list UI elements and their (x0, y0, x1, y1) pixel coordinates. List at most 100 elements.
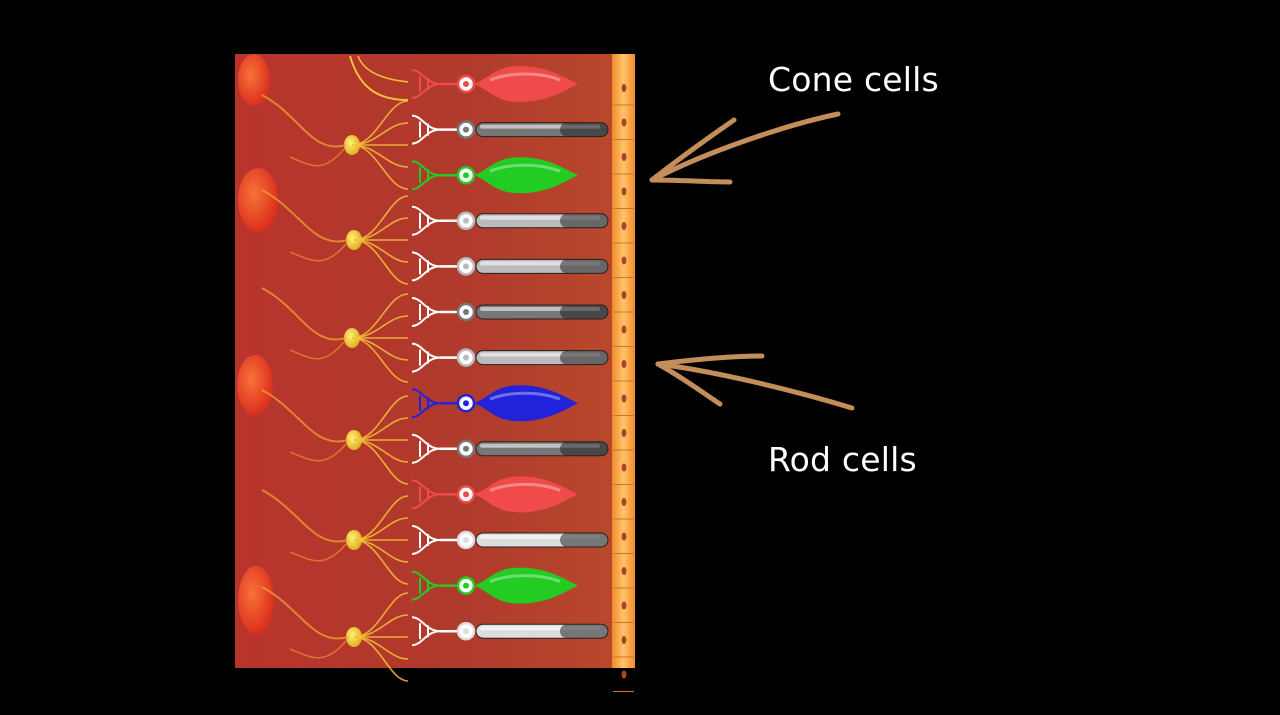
highlight (489, 391, 561, 401)
synapse (411, 356, 441, 373)
cone-outer-segment (474, 567, 578, 604)
epithelium-nucleus (621, 222, 627, 230)
cone-cells-label: Cone cells (768, 60, 939, 99)
rod-arrow (655, 353, 855, 411)
cone-cell (411, 385, 578, 422)
bipolar-dendrite (351, 144, 409, 190)
ganglion-soma (238, 168, 278, 232)
rod-cell (411, 251, 609, 282)
bipolar-dendrite (353, 539, 409, 585)
bipolar-axon (289, 543, 347, 562)
epithelium-nucleus (621, 463, 627, 472)
epithelium-nucleus (621, 153, 627, 161)
synapse (411, 447, 441, 464)
epithelium-nucleus (621, 429, 627, 437)
rod-cells-label: Rod cells (768, 440, 917, 479)
rod-cell (411, 525, 609, 555)
nucleus-core (463, 354, 469, 361)
bipolar-dendrite (351, 337, 409, 383)
fibre (357, 55, 409, 83)
nucleus-core (463, 263, 469, 270)
nucleus-core (463, 582, 469, 589)
bipolar-axon (261, 389, 349, 443)
bipolar-axon (289, 640, 347, 659)
epithelium-nucleus (621, 256, 627, 265)
synapse (411, 83, 441, 99)
bipolar-axon (289, 341, 345, 360)
highlight (489, 72, 561, 82)
fibre (349, 55, 409, 101)
rod-cell (411, 114, 609, 145)
rod-cell (411, 297, 609, 327)
epithelium-nucleus (621, 325, 627, 334)
cone-outer-segment (474, 385, 578, 422)
bipolar-axon (261, 189, 349, 243)
epithelium-nucleus (621, 291, 627, 299)
nucleus-core (463, 172, 469, 179)
rod-cell (411, 205, 609, 236)
bipolar-axon (261, 489, 349, 543)
cone-cell (411, 567, 578, 604)
epithelium-nucleus (621, 498, 627, 506)
bipolar-axon (261, 287, 347, 341)
cone-outer-segment (474, 157, 578, 194)
synapse (411, 311, 441, 327)
ganglion-soma (237, 355, 273, 415)
nucleus-core (463, 537, 469, 543)
ganglion-soma (238, 566, 274, 634)
bipolar-axon (289, 243, 347, 262)
epithelium-nucleus (621, 601, 627, 610)
epithelium-nucleus (621, 567, 627, 575)
nucleus-core (463, 445, 469, 452)
epithelium-nucleus (621, 118, 627, 127)
rod-tip-shade (560, 213, 608, 228)
synapse (411, 174, 441, 191)
cone-arrow (649, 111, 841, 185)
rod-tip-shade (560, 122, 608, 137)
synapse (411, 219, 441, 236)
highlight (489, 482, 561, 492)
cone-cell (411, 476, 578, 513)
nucleus-core (463, 81, 469, 87)
epithelium-cells (613, 84, 634, 692)
cone-cell (411, 157, 578, 194)
synapse (411, 402, 441, 419)
nucleus-core (463, 309, 469, 315)
nucleus-core (463, 628, 469, 635)
ganglion-soma (238, 54, 270, 106)
synapse (411, 128, 441, 145)
nucleus-core (463, 400, 469, 407)
epithelium-nucleus (621, 187, 627, 196)
photoreceptors (411, 66, 609, 647)
epithelium-nucleus (621, 394, 627, 403)
bipolar-dendrite (353, 239, 409, 285)
bipolar-axon (289, 148, 345, 167)
synapse (411, 584, 441, 601)
synapse (411, 493, 441, 510)
synapse (411, 539, 441, 555)
rod-cell (411, 342, 609, 373)
cone-cell (411, 66, 578, 102)
dendrites (261, 55, 409, 682)
bipolar-dendrite (353, 636, 409, 682)
ganglion-cells (237, 54, 278, 634)
synapse (411, 265, 441, 282)
rod-cell (411, 616, 609, 647)
synapse (411, 630, 441, 647)
highlight (489, 163, 561, 173)
rod-tip-shade (560, 441, 608, 456)
epithelium-nucleus (621, 532, 627, 541)
rod-cell (411, 433, 609, 464)
epithelium-nucleus (621, 670, 627, 679)
bipolar-axon (261, 94, 347, 148)
epithelium-nucleus (621, 360, 627, 368)
bipolar-axon (289, 443, 347, 462)
cone-outer-segment (474, 66, 578, 102)
bipolar-axon (261, 586, 349, 640)
nucleus-core (463, 126, 469, 133)
rod-tip-shade (560, 350, 608, 365)
rod-tip-shade (560, 305, 608, 319)
